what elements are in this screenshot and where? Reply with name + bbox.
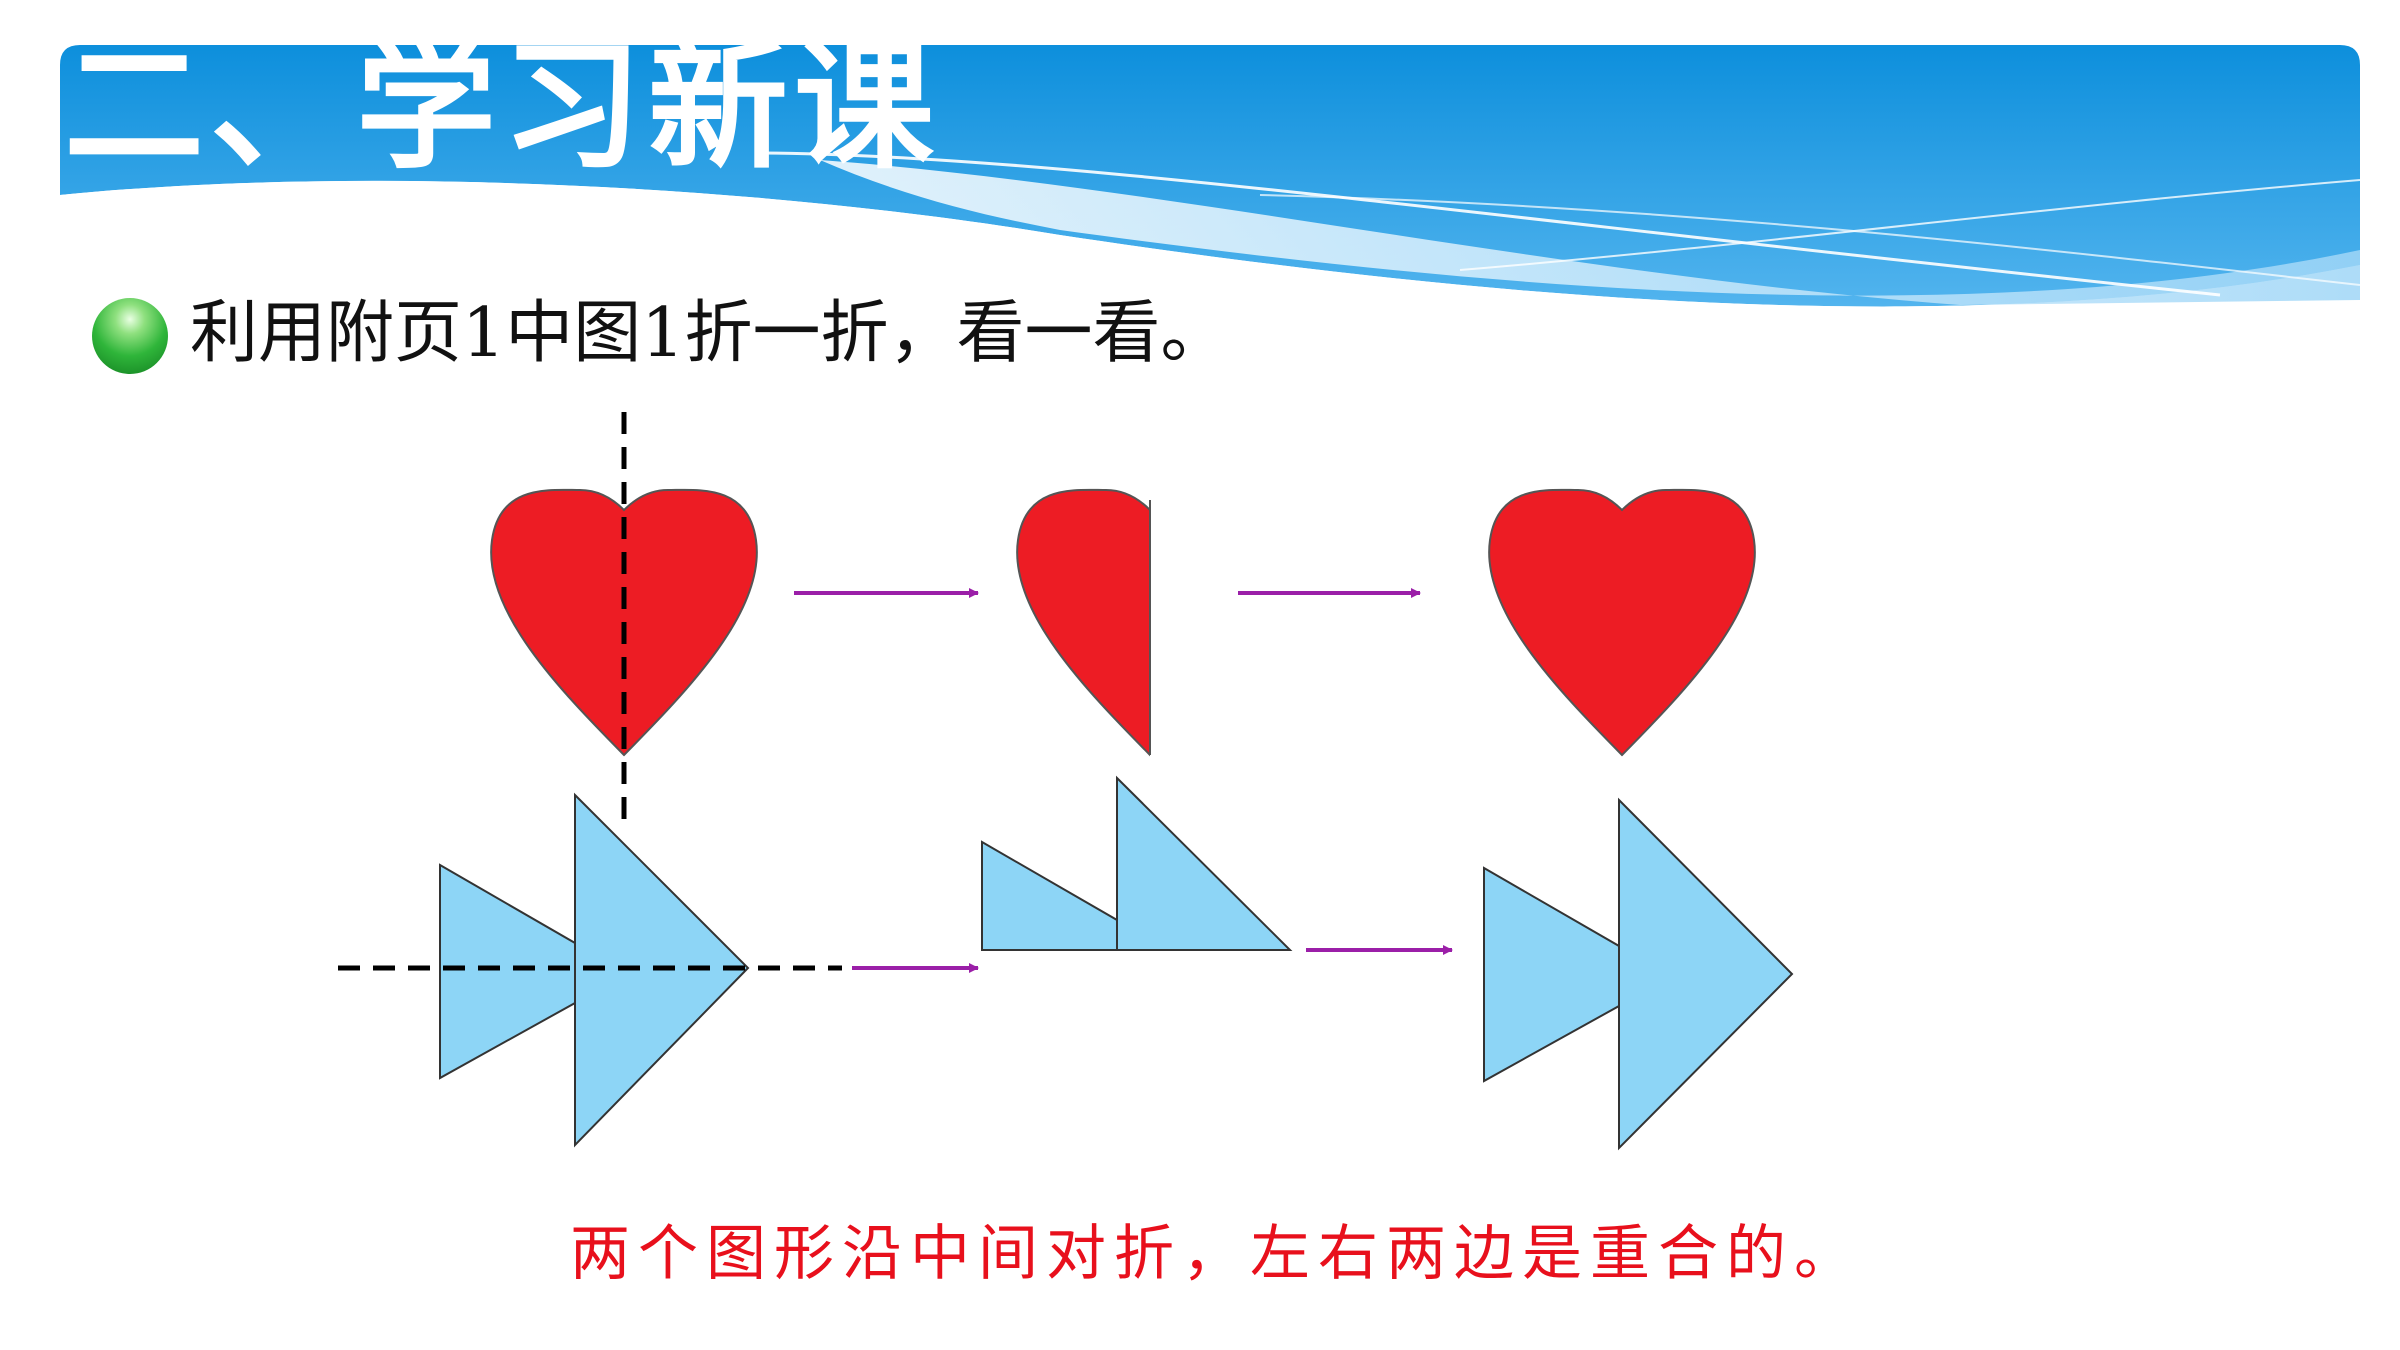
header-banner	[60, 45, 2360, 315]
heart-half	[1016, 488, 1150, 757]
triangle-half	[981, 775, 1293, 951]
banner-wave-graphic	[60, 45, 2360, 315]
triangle-unfolded	[1483, 797, 1794, 1151]
green-circle-bullet-icon	[92, 298, 168, 374]
heart-unfolded	[1488, 488, 1756, 757]
section-title: 二、学习新课	[64, 38, 941, 180]
conclusion-text: 两个图形沿中间对折，左右两边是重合的。	[570, 1219, 1862, 1289]
instruction-text: 利用附页1中图1折一折，看一看。	[190, 294, 1229, 373]
